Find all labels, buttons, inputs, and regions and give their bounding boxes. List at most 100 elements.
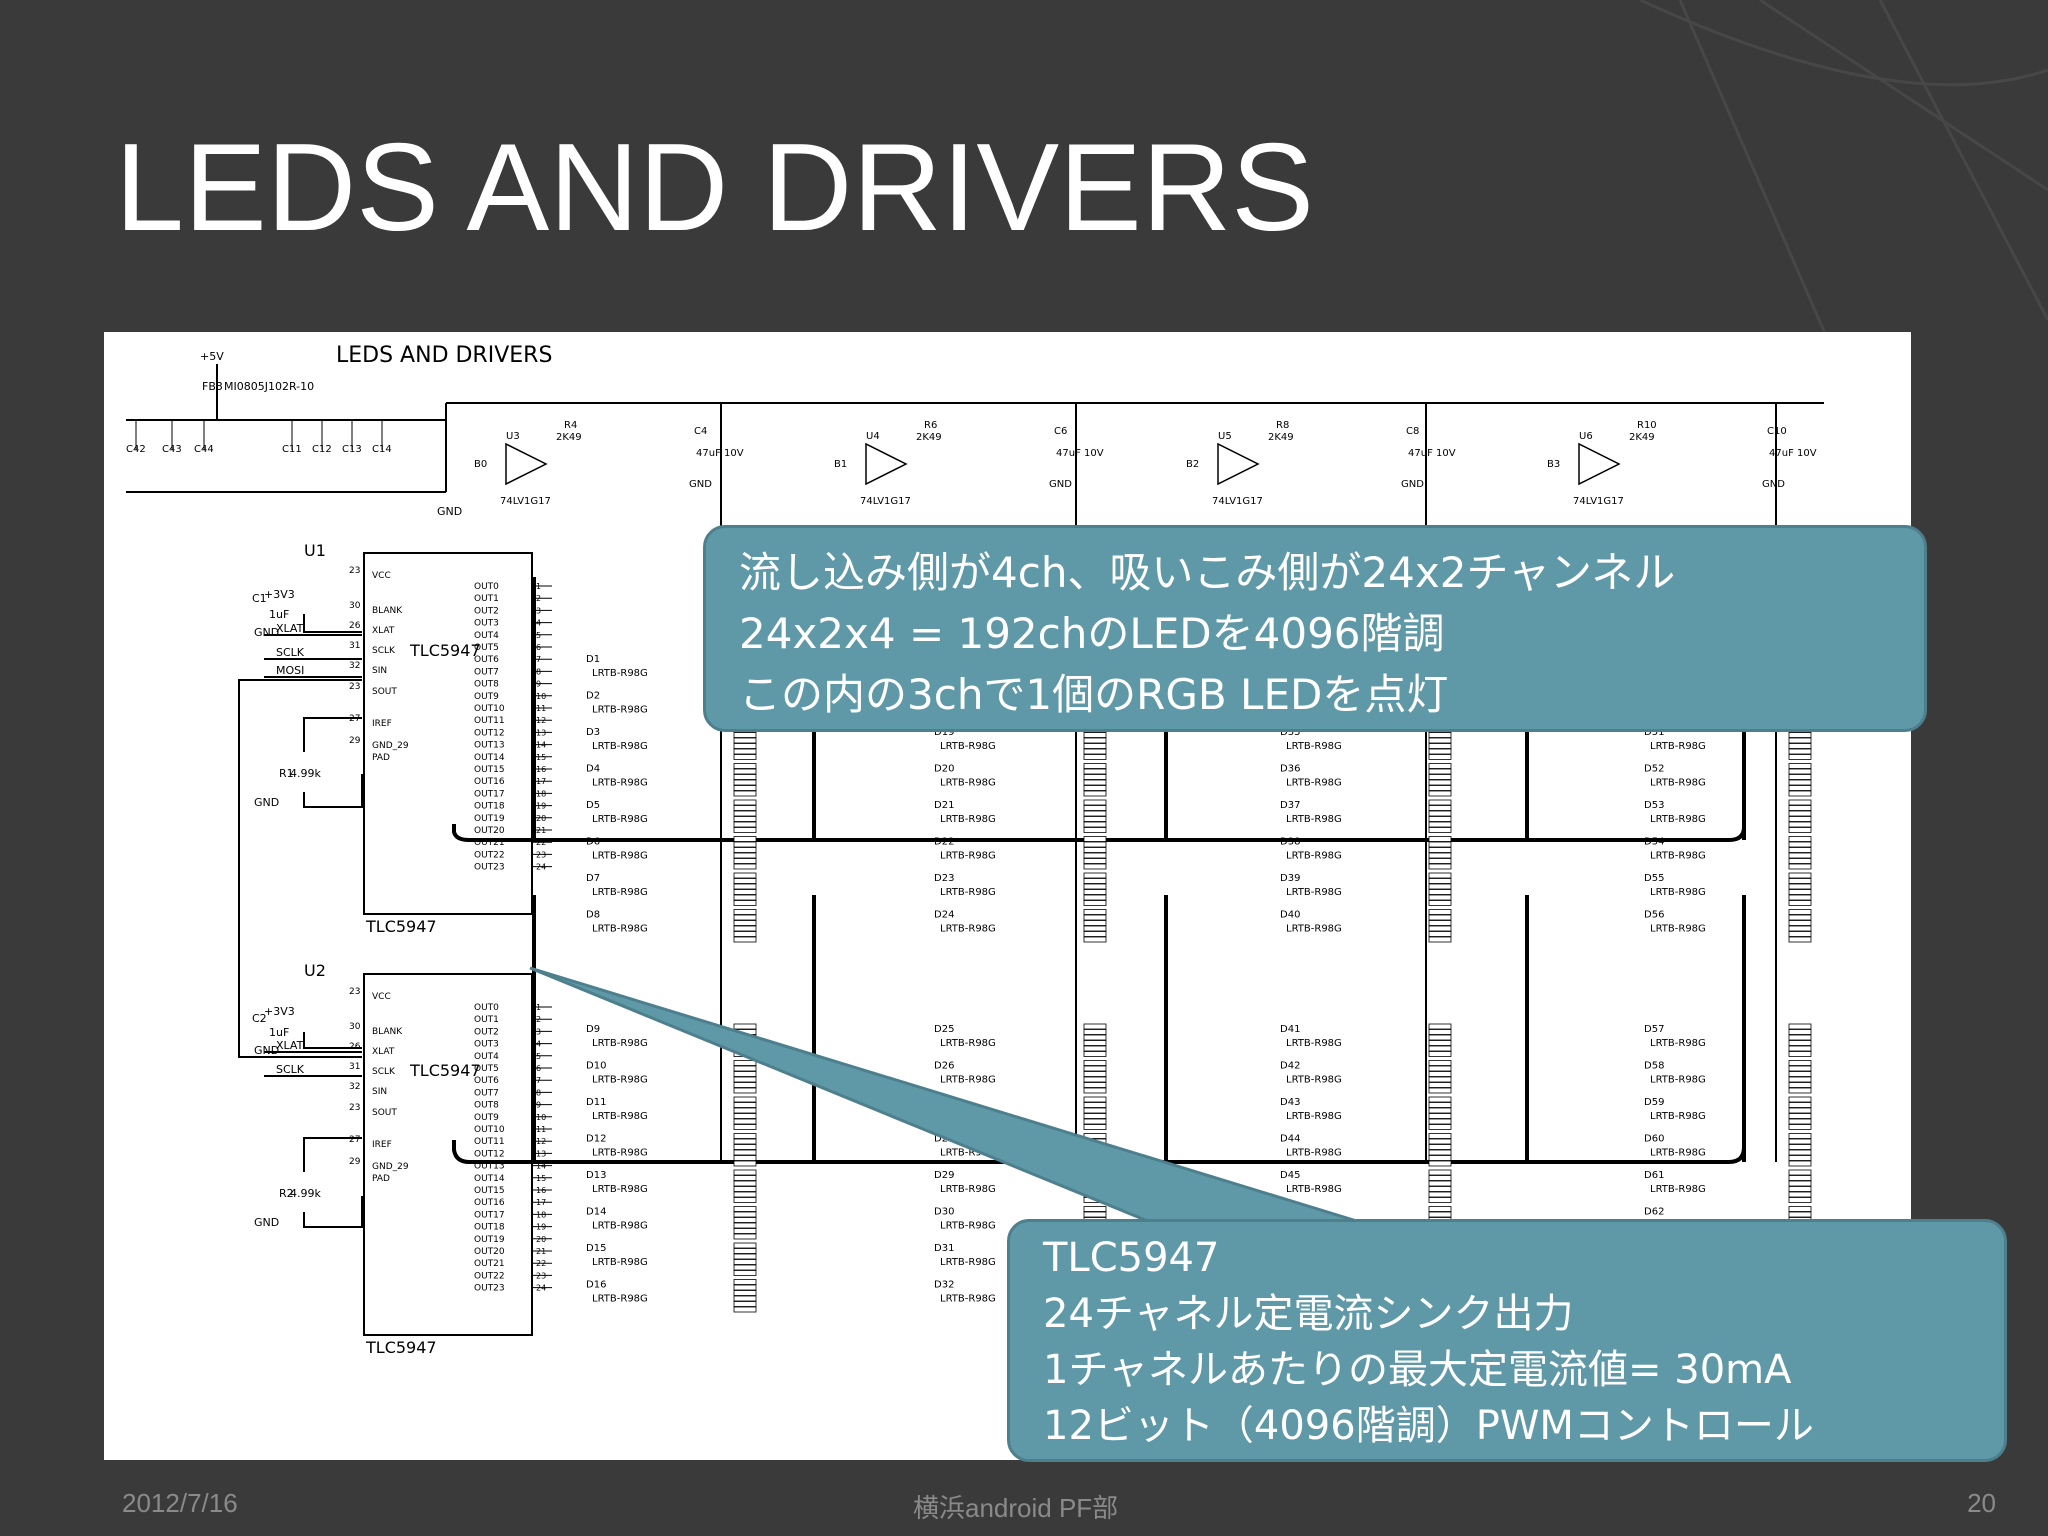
led-ref: D45 (1280, 1170, 1300, 1181)
led-pin (733, 1138, 757, 1145)
ic-right-pin-number: 3 (536, 606, 541, 615)
led-pin (1788, 883, 1812, 890)
led-part: LRTB-R98G (1286, 1148, 1342, 1159)
led-pin (1788, 914, 1812, 921)
ic-left-pin-number: 23 (349, 1103, 360, 1113)
ic-left-pin: SCLK (372, 1067, 396, 1077)
led-part: LRTB-R98G (1286, 1111, 1342, 1122)
footer-date: 2012/7/16 (122, 1488, 238, 1518)
c2-value: 1uF (269, 1026, 289, 1039)
led-pin (1428, 925, 1452, 932)
led-ref: D8 (586, 910, 600, 921)
led-pin (1083, 1060, 1107, 1066)
source-sink-callout: 流し込み側が4ch、吸いこみ側が24x2チャンネル 24x2x4 = 192ch… (703, 525, 1927, 732)
callout-line-3: この内の3chで1個のRGB LEDを点灯 (739, 670, 1449, 719)
ic-right-pin: OUT18 (474, 1223, 505, 1233)
led-pin (1788, 1087, 1812, 1094)
driver-res-ref: R10 (1637, 420, 1657, 431)
led-pin (1083, 748, 1107, 755)
led-pin (1083, 763, 1107, 769)
ic-right-pin: OUT2 (474, 606, 499, 616)
led-pin (1083, 743, 1107, 749)
led-pin (1083, 1045, 1107, 1052)
led-pin (1083, 779, 1107, 786)
led-pin (1083, 768, 1107, 775)
ic-right-pin: OUT13 (474, 741, 505, 751)
led-ref: D32 (934, 1280, 954, 1291)
led-pin (1788, 1034, 1812, 1041)
led-pin (1428, 1191, 1452, 1198)
led-part: LRTB-R98G (1650, 1148, 1706, 1159)
led-pin (733, 763, 757, 769)
ic-right-pin: OUT1 (474, 1015, 499, 1025)
led-pin (733, 841, 757, 848)
bypass-cap-ref: C44 (194, 444, 214, 455)
led-ref: D1 (586, 654, 600, 665)
led-pin (1083, 1040, 1107, 1046)
led-part: LRTB-R98G (592, 814, 648, 825)
led-ref: D39 (1280, 873, 1300, 884)
led-pin (733, 1144, 757, 1150)
led-ref: D41 (1280, 1024, 1300, 1035)
led-part: LRTB-R98G (940, 1075, 996, 1086)
led-part: LRTB-R98G (592, 924, 648, 935)
led-part: LRTB-R98G (940, 1184, 996, 1195)
led-part: LRTB-R98G (940, 778, 996, 789)
led-pin (1428, 1175, 1452, 1181)
led-ref: D12 (586, 1134, 606, 1145)
led-ref: D13 (586, 1170, 606, 1181)
driver-gnd: GND (1049, 479, 1072, 490)
ic-left-pin-number: 23 (349, 987, 360, 997)
led-pin (1428, 863, 1452, 870)
driver-res-value: 2K49 (1629, 432, 1655, 443)
ic-right-pin: OUT10 (474, 1125, 505, 1135)
driver-part: 74LV1G17 (1212, 496, 1263, 507)
gnd-label-4: GND (254, 1216, 279, 1229)
led-ref: D51 (1644, 727, 1664, 738)
led-pin (1788, 1197, 1812, 1203)
ic-right-pin: OUT0 (474, 1003, 499, 1013)
led-pin (1788, 748, 1812, 755)
led-pin (1083, 914, 1107, 921)
led-ref: D23 (934, 873, 954, 884)
ic-right-pin: OUT6 (474, 655, 499, 665)
led-pin (733, 799, 757, 806)
ic-right-pin: OUT22 (474, 850, 505, 860)
ic-right-pin: OUT14 (474, 753, 505, 763)
led-pin (733, 790, 757, 797)
led-pin (1788, 841, 1812, 848)
led-part: LRTB-R98G (592, 1038, 648, 1049)
led-pin (1428, 1065, 1452, 1072)
ic-right-pin: OUT3 (474, 619, 499, 629)
led-pin (733, 1155, 757, 1161)
driver-part: 74LV1G17 (860, 496, 911, 507)
led-pin (1788, 810, 1812, 817)
led-pin (1083, 785, 1107, 791)
driver-cap-value: 47uF 10V (1056, 448, 1104, 459)
led-ref: D21 (934, 800, 954, 811)
led-part: LRTB-R98G (940, 741, 996, 752)
led-pin (1083, 799, 1107, 806)
led-pin (1083, 878, 1107, 884)
led-part: LRTB-R98G (1650, 814, 1706, 825)
led-pin (733, 1295, 757, 1302)
led-pin (1428, 1144, 1452, 1150)
ic-right-pin: OUT18 (474, 802, 505, 812)
led-ref: D52 (1644, 764, 1664, 775)
led-pin (1083, 790, 1107, 797)
ic-left-pin: XLAT (372, 1047, 395, 1057)
led-pin (1788, 799, 1812, 806)
led-pin (1428, 1133, 1452, 1139)
ic-right-pin: OUT8 (474, 680, 499, 690)
led-pin (1428, 827, 1452, 833)
led-pin (1788, 1060, 1812, 1066)
ic-left-pin: IREF (372, 719, 392, 729)
led-pin (733, 774, 757, 780)
ic-left-pin-number: 32 (349, 661, 360, 671)
ic-left-pin-number: 31 (349, 641, 360, 651)
led-ref: D60 (1644, 1134, 1664, 1145)
led-pin (1083, 841, 1107, 848)
led-pin (733, 909, 757, 915)
ic-left-pin: PAD (372, 1174, 390, 1184)
led-pin (1788, 1138, 1812, 1145)
